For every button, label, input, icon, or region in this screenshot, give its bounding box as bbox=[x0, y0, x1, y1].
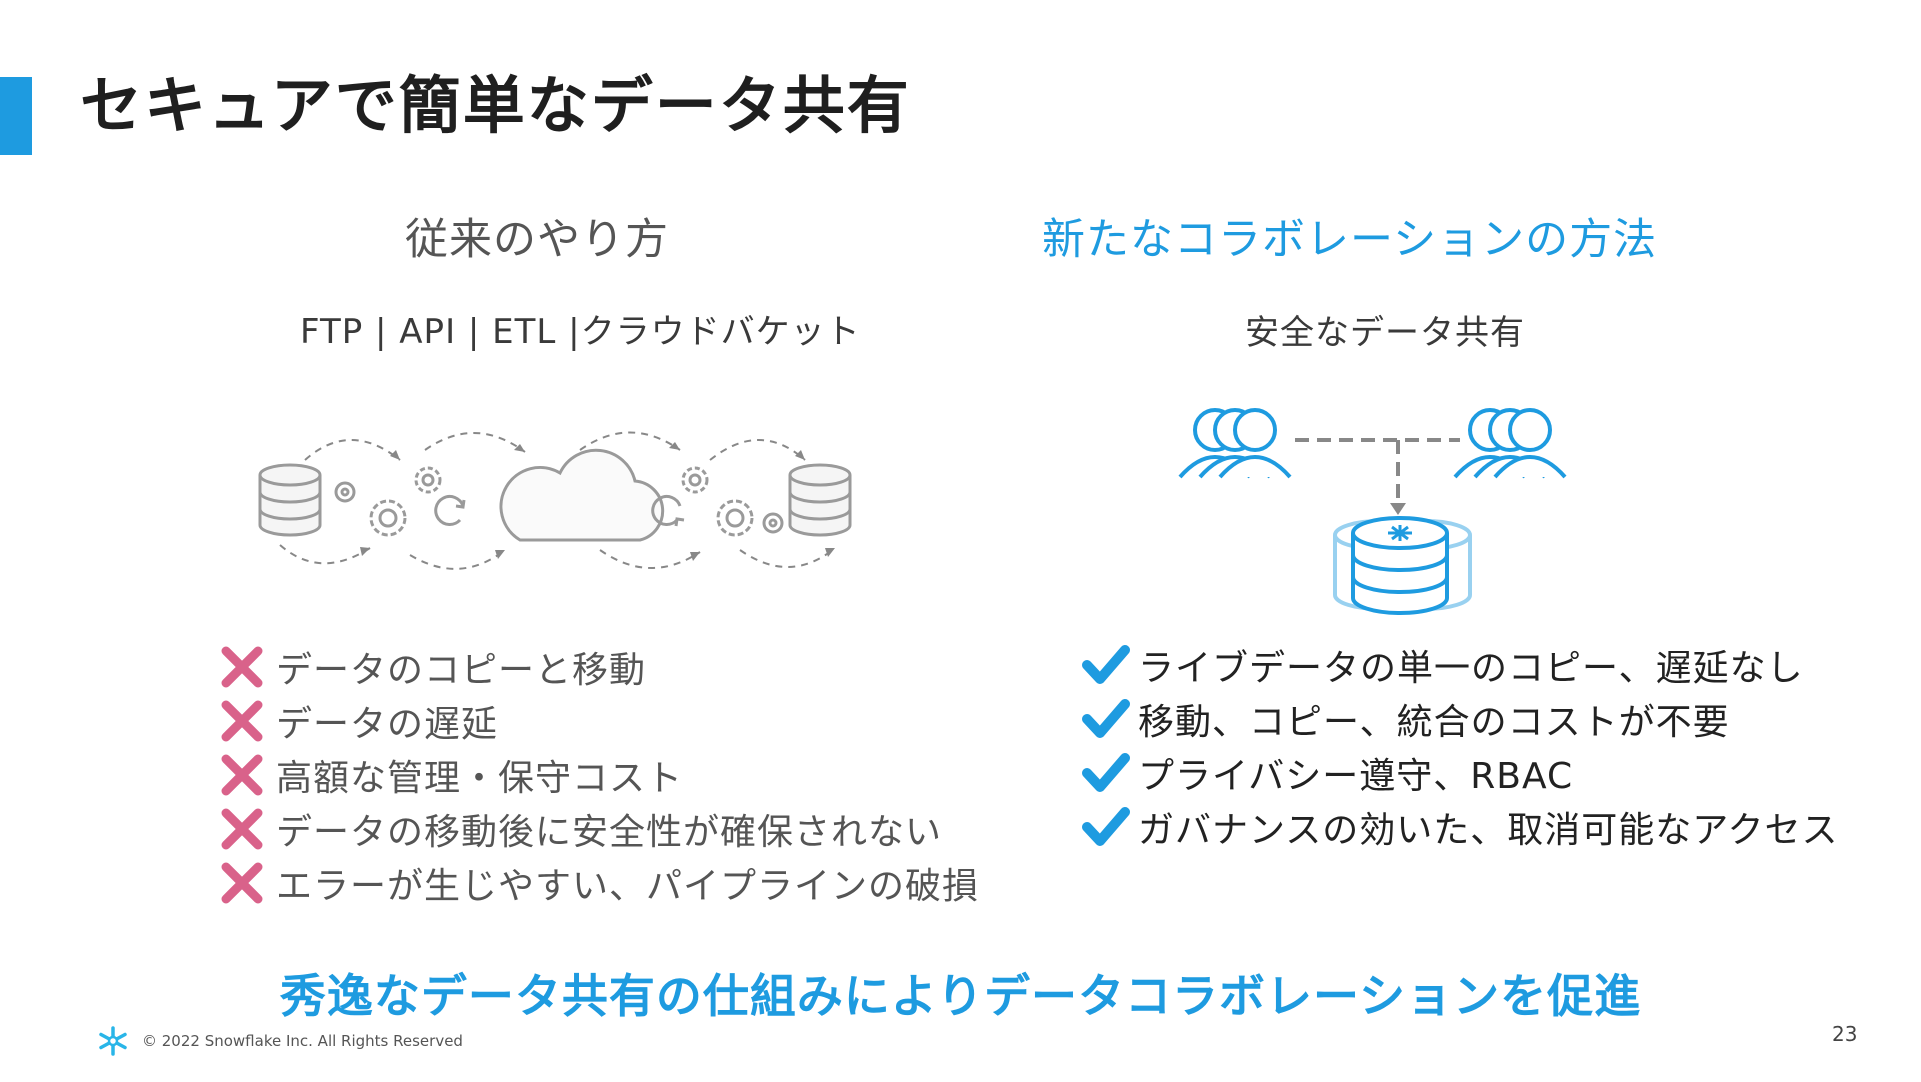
list-item: プライバシー遵守、RBAC bbox=[1082, 746, 1838, 800]
list-item: 高額な管理・保守コスト bbox=[220, 748, 979, 802]
dashed-arrow-icon bbox=[599, 549, 701, 569]
check-icon bbox=[1082, 803, 1138, 851]
snowflake-logo-icon bbox=[99, 1026, 127, 1056]
dashed-arrow-icon bbox=[409, 549, 506, 570]
list-item: ライブデータの単一のコピー、遅延なし bbox=[1082, 638, 1838, 692]
list-item: データの移動後に安全性が確保されない bbox=[220, 802, 979, 856]
cross-icon bbox=[220, 859, 276, 907]
gear-icon bbox=[681, 466, 709, 494]
user-group-icon bbox=[1178, 408, 1292, 479]
secure-sharing-diagram bbox=[1178, 408, 1567, 615]
list-item: データの遅延 bbox=[220, 694, 979, 748]
tagline: 秀逸なデータ共有の仕組みによりデータコラボレーションを促進 bbox=[279, 969, 1642, 1023]
drawback-text: エラーが生じやすい、パイプラインの破損 bbox=[276, 866, 980, 907]
gear-icon bbox=[414, 466, 442, 494]
dashed-arrow-icon bbox=[739, 547, 836, 568]
refresh-icon bbox=[651, 495, 685, 527]
drawback-text: 高額な管理・保守コスト bbox=[276, 758, 684, 799]
slide-title: セキュアで簡単なデータ共有 bbox=[80, 69, 911, 142]
list-item: エラーが生じやすい、パイプラインの破損 bbox=[220, 856, 979, 910]
check-icon bbox=[1082, 749, 1138, 797]
drawback-text: データの遅延 bbox=[276, 704, 499, 745]
drawback-text: データの移動後に安全性が確保されない bbox=[276, 812, 943, 853]
gear-icon bbox=[716, 499, 754, 537]
gear-icon bbox=[369, 499, 407, 537]
database-icon bbox=[788, 463, 852, 537]
dashed-arrow-icon bbox=[709, 439, 806, 461]
cross-icon bbox=[220, 751, 276, 799]
cross-icon bbox=[220, 643, 276, 691]
dashed-arrow-icon bbox=[304, 439, 401, 461]
sharing-benefits-list: ライブデータの単一のコピー、遅延なし 移動、コピー、統合のコストが不要 プライバ… bbox=[1082, 638, 1838, 854]
benefit-text: 移動、コピー、統合のコストが不要 bbox=[1138, 702, 1730, 743]
snowflake-database-icon bbox=[1333, 516, 1472, 615]
cloud-icon bbox=[499, 448, 665, 542]
dashed-arrow-icon bbox=[579, 431, 681, 451]
title-accent-bar bbox=[0, 77, 32, 155]
benefit-text: プライバシー遵守、RBAC bbox=[1138, 756, 1574, 797]
left-subheading: FTP | API | ETL |クラウドバケット bbox=[300, 312, 861, 352]
check-icon bbox=[1082, 641, 1138, 689]
copyright-text: © 2022 Snowflake Inc. All Rights Reserve… bbox=[142, 1032, 463, 1050]
benefit-text: ガバナンスの効いた、取消可能なアクセス bbox=[1138, 810, 1839, 851]
left-heading: 従来のやり方 bbox=[405, 215, 669, 265]
list-item: 移動、コピー、統合のコストが不要 bbox=[1082, 692, 1838, 746]
right-heading: 新たなコラボレーションの方法 bbox=[1042, 215, 1658, 265]
dashed-arrow-icon bbox=[424, 432, 526, 453]
cross-icon bbox=[220, 697, 276, 745]
cross-icon bbox=[220, 805, 276, 853]
gear-icon bbox=[762, 512, 784, 534]
traditional-pipeline-diagram bbox=[258, 431, 852, 570]
gear-icon bbox=[334, 481, 356, 503]
user-group-icon bbox=[1453, 408, 1567, 479]
check-icon bbox=[1082, 695, 1138, 743]
list-item: データのコピーと移動 bbox=[220, 640, 979, 694]
dashed-arrow-icon bbox=[279, 544, 371, 565]
list-item: ガバナンスの効いた、取消可能なアクセス bbox=[1082, 800, 1838, 854]
benefit-text: ライブデータの単一のコピー、遅延なし bbox=[1138, 648, 1804, 689]
traditional-drawbacks-list: データのコピーと移動 データの遅延 高額な管理・保守コスト データの移動後に安全… bbox=[220, 640, 979, 910]
refresh-icon bbox=[434, 495, 466, 526]
database-icon bbox=[258, 463, 322, 537]
drawback-text: データのコピーと移動 bbox=[276, 650, 647, 691]
page-number: 23 bbox=[1832, 1022, 1858, 1046]
right-subheading: 安全なデータ共有 bbox=[1245, 313, 1525, 353]
